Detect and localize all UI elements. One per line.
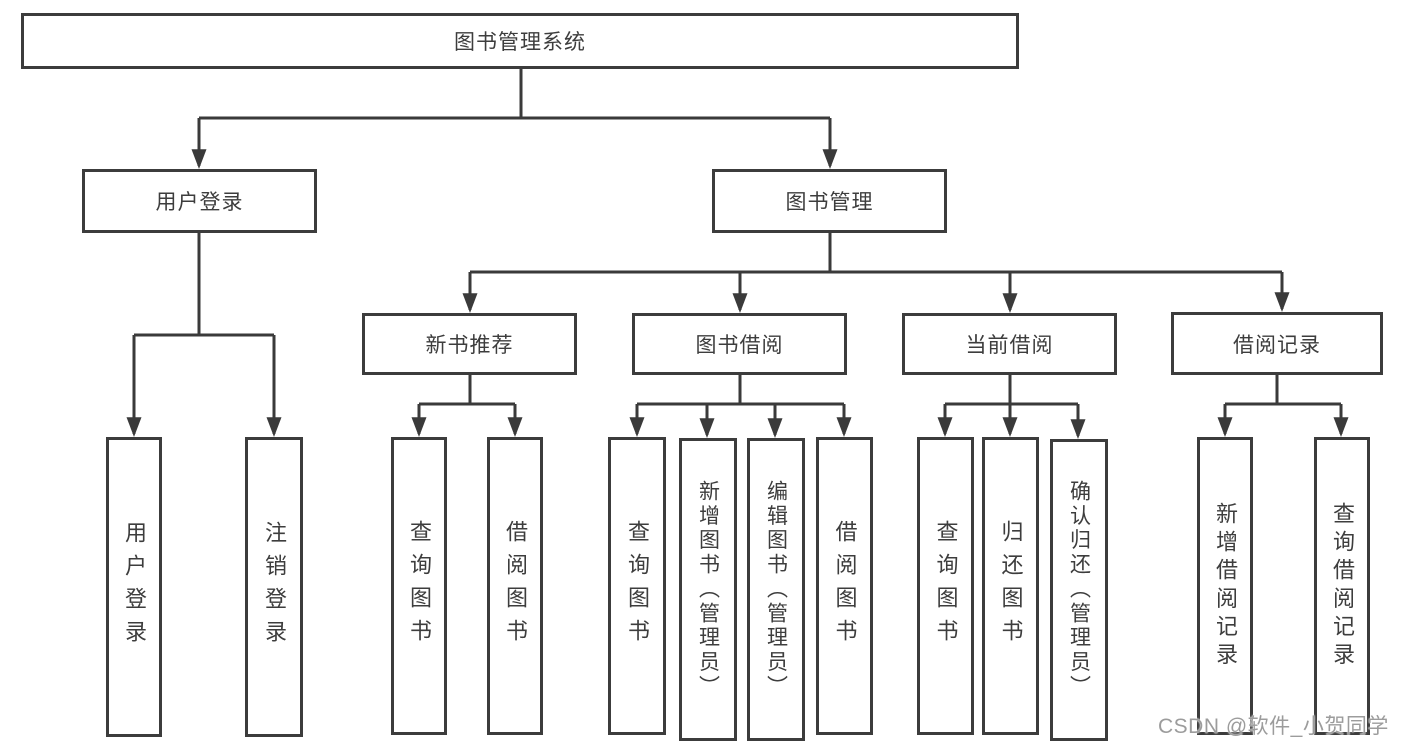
leaf-user-login-label: 用户登录 [122, 521, 147, 653]
leaf-borrow-books-1-label: 借阅图书 [503, 520, 528, 652]
leaf-return-books: 归还图书 [982, 437, 1039, 735]
node-book-management-label: 图书管理 [785, 191, 874, 214]
leaf-edit-book-admin-label: 编辑图书（管理员） [764, 479, 788, 700]
leaf-add-book-admin-label: 新增图书（管理员） [696, 479, 720, 700]
leaf-confirm-return-admin-label: 确认归还（管理员） [1067, 480, 1091, 700]
node-current-borrowing-label: 当前借阅 [965, 334, 1054, 357]
node-book-management: 图书管理 [712, 169, 947, 233]
leaf-query-books-2-label: 查询图书 [625, 520, 650, 652]
node-new-book-recommend-label: 新书推荐 [425, 334, 514, 357]
leaf-query-books-3-label: 查询图书 [933, 520, 959, 652]
leaf-add-borrow-record: 新增借阅记录 [1197, 437, 1253, 735]
node-current-borrowing: 当前借阅 [902, 313, 1117, 375]
node-root-label: 图书管理系统 [454, 31, 586, 54]
watermark-text: CSDN @软件_小贺同学 [1158, 715, 1389, 738]
leaf-logout: 注销登录 [245, 437, 303, 737]
leaf-query-books-1: 查询图书 [391, 437, 447, 735]
leaf-query-borrow-record-label: 查询借阅记录 [1330, 501, 1355, 671]
leaf-borrow-books-1: 借阅图书 [487, 437, 543, 735]
leaf-query-borrow-record: 查询借阅记录 [1314, 437, 1370, 735]
node-borrowing-records-label: 借阅记录 [1233, 333, 1321, 357]
node-root: 图书管理系统 [21, 13, 1019, 69]
leaf-add-book-admin: 新增图书（管理员） [679, 438, 737, 741]
leaf-borrow-books-2-label: 借阅图书 [832, 520, 858, 652]
node-book-borrowing: 图书借阅 [632, 313, 847, 375]
leaf-borrow-books-2: 借阅图书 [816, 437, 873, 735]
leaf-query-books-2: 查询图书 [608, 437, 666, 735]
node-borrowing-records: 借阅记录 [1171, 312, 1383, 375]
leaf-logout-label: 注销登录 [262, 521, 287, 653]
leaf-confirm-return-admin: 确认归还（管理员） [1050, 439, 1108, 741]
leaf-edit-book-admin: 编辑图书（管理员） [747, 438, 805, 741]
leaf-user-login: 用户登录 [106, 437, 162, 737]
node-user-login: 用户登录 [82, 169, 317, 233]
leaf-add-borrow-record-label: 新增借阅记录 [1213, 501, 1238, 671]
node-new-book-recommend: 新书推荐 [362, 313, 577, 375]
node-user-login-label: 用户登录 [155, 191, 244, 214]
leaf-query-books-1-label: 查询图书 [407, 520, 432, 652]
node-book-borrowing-label: 图书借阅 [695, 334, 784, 357]
leaf-return-books-label: 归还图书 [998, 520, 1024, 652]
leaf-query-books-3: 查询图书 [917, 437, 974, 735]
